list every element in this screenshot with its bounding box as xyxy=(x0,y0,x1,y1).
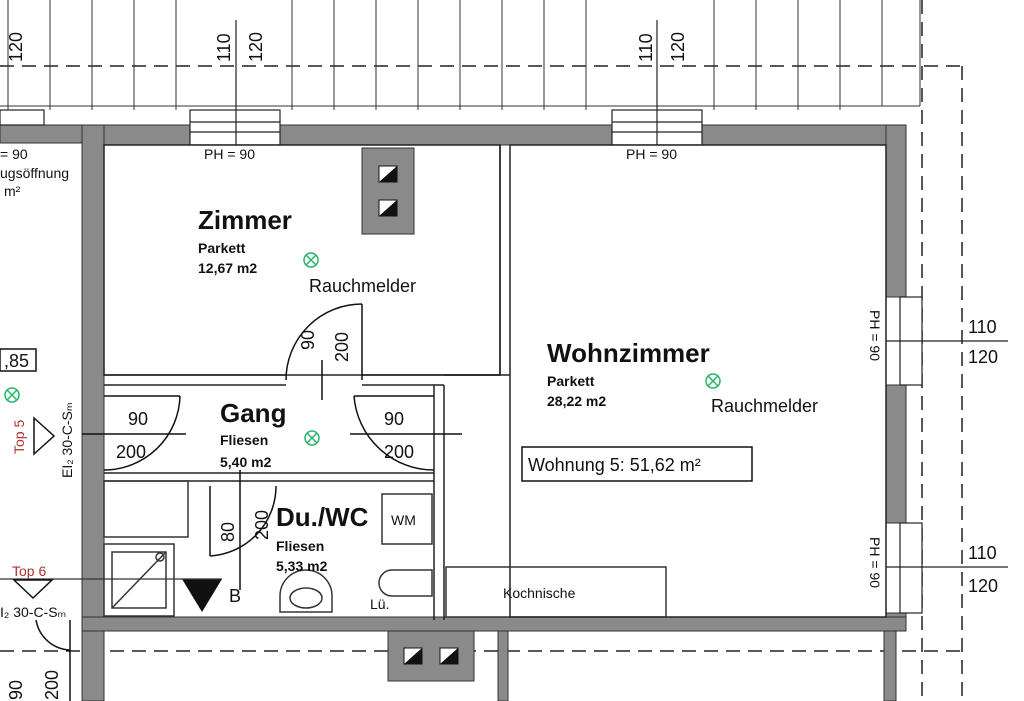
dim-right-lower-110: 110 xyxy=(968,543,997,563)
door-zimmer xyxy=(285,303,363,400)
dim-right-lower-120: 120 xyxy=(968,576,998,596)
dim-right-upper-120: 120 xyxy=(968,347,998,367)
room-area-duwc: 5,33 m2 xyxy=(276,558,328,574)
room-area-gang: 5,40 m2 xyxy=(220,454,272,470)
smoke-label-wohnzimmer: Rauchmelder xyxy=(711,396,818,416)
neighbor-top5: Top 5 xyxy=(11,420,27,454)
chimney-bottom xyxy=(403,647,459,665)
shower-label: B xyxy=(229,586,241,606)
smoke-detectors xyxy=(4,252,721,446)
room-floor-duwc: Fliesen xyxy=(276,538,324,554)
chimney-top xyxy=(361,147,415,235)
door-zimmer-height: 200 xyxy=(332,332,352,362)
neighbor-fire-rating-2: I₂ 30-C-Sₘ xyxy=(0,604,66,620)
neighbor-dim-90: 90 xyxy=(6,680,26,700)
washer-label: WM xyxy=(391,512,416,528)
door-left-height: 200 xyxy=(116,442,146,462)
smoke-detector-icon xyxy=(303,252,319,268)
room-name-zimmer: Zimmer xyxy=(198,205,292,235)
sill-top-left: PH = 90 xyxy=(204,146,255,162)
window-top-left xyxy=(189,20,281,146)
smoke-detector-icon xyxy=(304,430,320,446)
door-left xyxy=(82,395,186,471)
roof-rafters xyxy=(0,0,921,110)
neighbor-top6: Top 6 xyxy=(12,563,46,579)
neighbor-value: ,85 xyxy=(4,351,29,371)
smoke-label-zimmer: Rauchmelder xyxy=(309,276,416,296)
neighbor-dim-200: 200 xyxy=(42,670,62,700)
stair-arrow-icon xyxy=(182,579,222,612)
bathroom-fixtures xyxy=(103,480,667,618)
door-entry-height: 200 xyxy=(384,442,414,462)
smoke-detector-icon xyxy=(4,387,20,403)
neighbor-unit: m² xyxy=(4,183,21,199)
door-zimmer-width: 90 xyxy=(298,330,318,350)
walls xyxy=(0,124,907,701)
left-neighbor xyxy=(0,348,71,701)
room-name-wohnzimmer: Wohnzimmer xyxy=(547,338,710,368)
door-left-width: 90 xyxy=(128,409,148,429)
apartment-label: Wohnung 5: 51,62 m² xyxy=(528,455,701,475)
sill-right-upper: PH = 90 xyxy=(867,310,883,361)
dim-top-left-120: 120 xyxy=(246,32,266,62)
room-floor-wohnzimmer: Parkett xyxy=(547,373,595,389)
door-bath xyxy=(209,470,277,590)
neighbor-opening: ugsöffnung xyxy=(0,165,69,181)
neighbor-fire-rating-1: EI₂ 30-C-Sₘ xyxy=(59,402,75,478)
room-name-gang: Gang xyxy=(220,398,286,428)
apartment-label-box xyxy=(521,446,753,482)
dim-top-left-110: 110 xyxy=(214,33,234,62)
sill-top-right: PH = 90 xyxy=(626,146,677,162)
window-top-right xyxy=(611,20,703,146)
smoke-detector-icon xyxy=(705,373,721,389)
door-entry-width: 90 xyxy=(384,409,404,429)
window-right-upper xyxy=(886,296,1008,386)
door-entry xyxy=(350,395,462,471)
interior-walls xyxy=(103,144,887,620)
window-top-far-left xyxy=(0,109,45,126)
kochnische-label: Kochnische xyxy=(503,585,576,601)
room-area-wohnzimmer: 28,22 m2 xyxy=(547,393,606,409)
neighbor-sill: = 90 xyxy=(0,146,28,162)
dim-far-left-120: 120 xyxy=(6,32,26,62)
dim-top-right-110: 110 xyxy=(636,33,656,62)
ventilation-label: Lü. xyxy=(370,596,389,612)
dim-top-right-120: 120 xyxy=(668,32,688,62)
window-right-lower xyxy=(886,522,1008,614)
room-area-zimmer: 12,67 m2 xyxy=(198,260,257,276)
room-name-duwc: Du./WC xyxy=(276,502,369,532)
room-floor-gang: Fliesen xyxy=(220,432,268,448)
sill-right-lower: PH = 90 xyxy=(867,537,883,588)
room-floor-zimmer: Parkett xyxy=(198,240,246,256)
door-bath-height: 200 xyxy=(252,510,272,540)
door-bath-width: 80 xyxy=(218,522,238,542)
dim-right-upper-110: 110 xyxy=(968,317,997,337)
